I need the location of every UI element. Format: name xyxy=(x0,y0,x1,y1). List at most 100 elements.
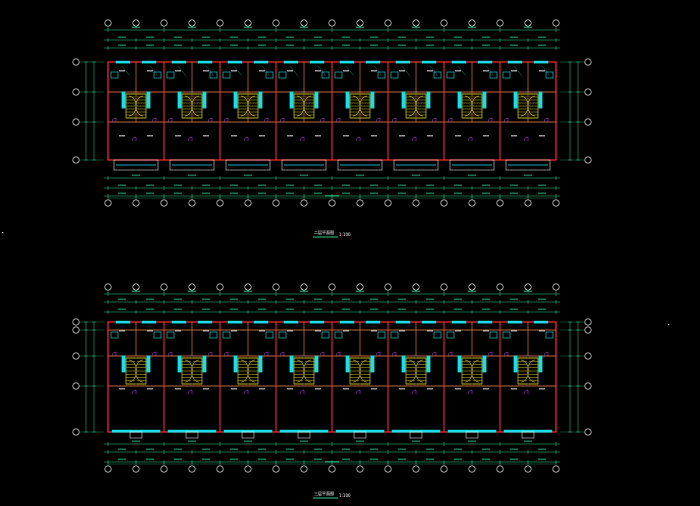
dimension-value-mark xyxy=(370,308,378,311)
fixture-icon xyxy=(502,331,511,339)
dimension-value-mark xyxy=(118,44,126,47)
stair-arc xyxy=(527,359,536,383)
entry-step xyxy=(297,431,311,439)
room-label-mark xyxy=(147,388,153,390)
room-label-mark xyxy=(175,330,181,332)
window-bar xyxy=(171,60,187,64)
room-label-mark xyxy=(371,70,377,72)
room-label-mark xyxy=(371,388,377,390)
dimension-value-mark xyxy=(482,184,490,187)
fixture-icon xyxy=(334,331,343,339)
plan-title-upper: 二层平面图 xyxy=(314,230,334,235)
fixture-icon xyxy=(222,71,231,79)
dimension-value-mark xyxy=(342,44,350,47)
window-bar xyxy=(283,320,299,324)
hatch-line xyxy=(429,65,439,77)
room-label-mark xyxy=(455,330,461,332)
dimension-value-mark xyxy=(510,184,518,187)
axis-bubble-icon xyxy=(160,19,168,27)
dimension-value-mark xyxy=(398,448,406,451)
fixture-icon xyxy=(513,355,518,373)
dimension-value-mark xyxy=(300,174,308,177)
entry-step xyxy=(241,431,255,439)
fixture-icon xyxy=(345,355,350,373)
window-bar xyxy=(507,60,523,64)
dimension-value-mark xyxy=(426,298,434,301)
fixture-icon xyxy=(265,331,274,339)
room-label-mark xyxy=(287,388,293,390)
dimension-value-mark xyxy=(426,44,434,47)
room-label-mark xyxy=(315,388,321,390)
dimension-value-mark xyxy=(174,298,182,301)
fixture-icon xyxy=(314,91,319,109)
dimension-value-mark xyxy=(342,448,350,451)
fixture-icon xyxy=(233,355,238,373)
window-bar xyxy=(283,60,299,64)
window-bar xyxy=(451,60,467,64)
fixture-icon xyxy=(166,331,175,339)
room-label-mark xyxy=(343,388,349,390)
fixture-icon xyxy=(209,331,218,339)
dimension-value-mark xyxy=(258,308,266,311)
stair-arc xyxy=(471,95,480,117)
window-bar xyxy=(223,429,273,433)
dimension-value-mark xyxy=(342,298,350,301)
window-bar xyxy=(253,60,269,64)
window-bar xyxy=(365,60,381,64)
overall-dimension-value-mark xyxy=(325,461,339,463)
room-label-mark xyxy=(371,330,377,332)
fixture-icon xyxy=(209,71,218,79)
entry-step xyxy=(521,431,535,439)
overall-dimension-value-mark xyxy=(325,195,339,197)
dimension-value-mark xyxy=(356,440,364,443)
axis-bubble-icon xyxy=(104,283,112,291)
dimension-value-mark xyxy=(454,308,462,311)
dimension-value-mark xyxy=(118,184,126,187)
room-label-mark xyxy=(119,388,125,390)
dimension-value-mark xyxy=(146,44,154,47)
dimension-value-mark xyxy=(258,192,266,195)
axis-bubble-icon xyxy=(132,283,140,291)
window-bar xyxy=(335,429,385,433)
dimension-value-mark xyxy=(174,44,182,47)
axis-bubble-icon xyxy=(412,19,420,27)
fixture-icon xyxy=(426,91,431,109)
dimension-value-mark xyxy=(524,440,532,443)
fixture-icon xyxy=(538,91,543,109)
axis-bubble-icon xyxy=(384,19,392,27)
window-bar xyxy=(507,320,523,324)
room-label-mark xyxy=(455,135,461,137)
window-bar xyxy=(197,320,213,324)
axis-bubble-icon xyxy=(552,19,560,27)
dimension-value-mark xyxy=(482,298,490,301)
stair-arc xyxy=(135,359,144,383)
dimension-value-mark xyxy=(426,308,434,311)
dimension-value-mark xyxy=(426,36,434,39)
dimension-value-mark xyxy=(370,44,378,47)
hatch-line xyxy=(345,65,355,77)
window-bar xyxy=(421,60,437,64)
stair-arc xyxy=(296,359,305,383)
window-bar xyxy=(339,60,355,64)
hatch-line xyxy=(457,65,467,77)
axis-bubble-icon xyxy=(272,283,280,291)
dimension-value-mark xyxy=(468,440,476,443)
dimension-value-mark xyxy=(510,192,518,195)
stray-mark xyxy=(2,232,4,234)
entry-step xyxy=(185,431,199,439)
window-bar xyxy=(309,320,325,324)
dimension-value-mark xyxy=(118,458,126,461)
window-bar xyxy=(227,320,243,324)
dimension-value-mark xyxy=(510,36,518,39)
hatch-line xyxy=(149,65,159,77)
dimension-value-mark xyxy=(258,36,266,39)
axis-bubble-icon xyxy=(244,19,252,27)
fixture-icon xyxy=(489,331,498,339)
fixture-icon xyxy=(446,71,455,79)
dimension-value-mark xyxy=(370,184,378,187)
room-label-mark xyxy=(231,70,237,72)
dimension-value-mark xyxy=(510,458,518,461)
dimension-value-mark xyxy=(412,174,420,177)
window-bar xyxy=(391,429,441,433)
